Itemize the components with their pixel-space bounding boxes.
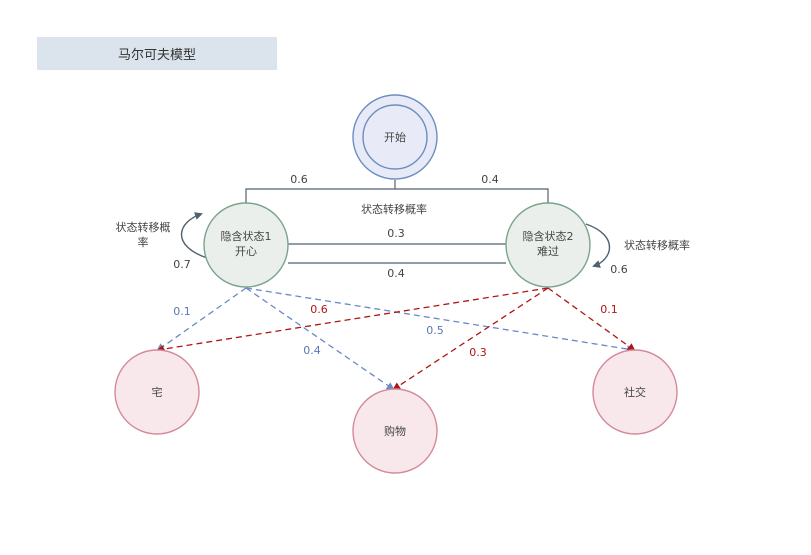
label-h2-self-caption: 状态转移概率 bbox=[624, 238, 690, 252]
diagram-title: 马尔可夫模型 bbox=[37, 37, 277, 70]
hidden-state-2-sublabel: 难过 bbox=[537, 245, 559, 258]
label-start-h1: 0.6 bbox=[290, 173, 308, 186]
label-transition-caption: 状态转移概率 bbox=[361, 202, 427, 216]
label-h1-shopping: 0.4 bbox=[303, 344, 321, 357]
start-label: 开始 bbox=[384, 130, 406, 144]
edge-h1-home bbox=[156, 287, 247, 352]
hidden-state-2-node: 隐含状态2 难过 bbox=[505, 202, 591, 288]
label-h2-social: 0.1 bbox=[600, 303, 618, 316]
label-h1-social: 0.5 bbox=[426, 324, 444, 337]
observation-shopping-node: 购物 bbox=[352, 388, 438, 474]
h1-self-loop bbox=[180, 212, 208, 259]
hidden-state-1-sublabel: 开心 bbox=[235, 245, 257, 258]
observation-home-node: 宅 bbox=[114, 349, 200, 435]
hidden-state-2-label: 隐含状态2 bbox=[523, 229, 574, 243]
start-node: 开始 bbox=[352, 94, 438, 180]
h2-self-loop bbox=[585, 223, 610, 268]
label-h2-self: 0.6 bbox=[610, 263, 628, 276]
edge-h2-shopping bbox=[392, 287, 549, 391]
label-h1-self-caption: 状态转移概 bbox=[116, 220, 171, 234]
label-h1-home: 0.1 bbox=[173, 305, 191, 318]
observation-shopping-label: 购物 bbox=[384, 424, 406, 438]
edge-h2-social bbox=[547, 287, 636, 352]
label-h2-h1: 0.4 bbox=[387, 267, 405, 280]
label-h1-self-caption-2: 率 bbox=[138, 235, 149, 249]
hidden-state-1-label: 隐含状态1 bbox=[221, 229, 272, 243]
observation-social-label: 社交 bbox=[624, 385, 646, 399]
label-h1-h2: 0.3 bbox=[387, 227, 405, 240]
label-h2-home: 0.6 bbox=[310, 303, 328, 316]
observation-social-node: 社交 bbox=[592, 349, 678, 435]
edge-h1-social bbox=[245, 287, 635, 354]
label-start-h2: 0.4 bbox=[481, 173, 499, 186]
observation-home-label: 宅 bbox=[152, 385, 163, 399]
hidden-state-1-node: 隐含状态1 开心 bbox=[203, 202, 289, 288]
label-h2-shopping: 0.3 bbox=[469, 346, 487, 359]
edge-h2-home bbox=[156, 287, 549, 354]
label-h1-self: 0.7 bbox=[173, 258, 191, 271]
